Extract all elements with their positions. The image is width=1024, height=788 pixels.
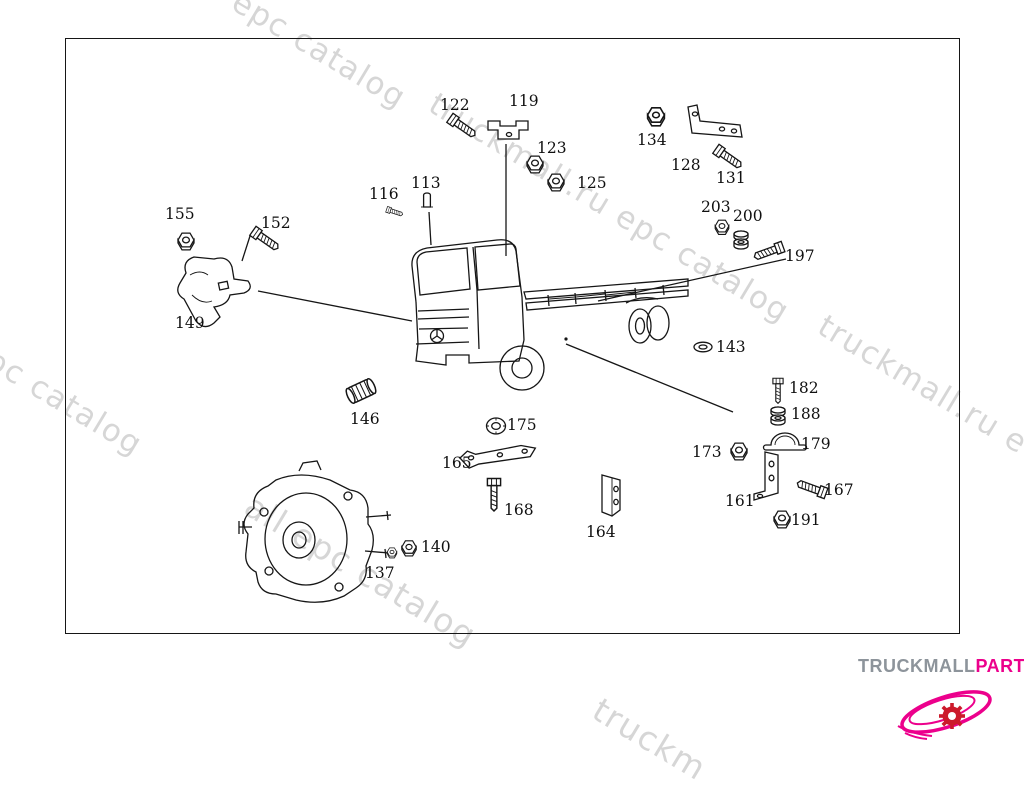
brand-name-gray: TRUCKMALL (858, 656, 976, 676)
part-label-200: 200 (733, 207, 763, 225)
part-label-203: 203 (701, 198, 731, 216)
part-label-179: 179 (801, 435, 831, 453)
part-label-143: 143 (716, 338, 746, 356)
part-label-164: 164 (586, 523, 616, 541)
part-label-140: 140 (421, 538, 451, 556)
part-label-152: 152 (261, 214, 291, 232)
brand-name-pink: PARTS (975, 656, 1024, 676)
part-label-137: 137 (365, 564, 395, 582)
part-label-182: 182 (789, 379, 819, 397)
brand-logo: TRUCKMALLPARTS (858, 656, 1024, 677)
part-label-149: 149 (175, 314, 205, 332)
part-label-131: 131 (716, 169, 746, 187)
part-label-125: 125 (577, 174, 607, 192)
part-label-168: 168 (504, 501, 534, 519)
part-label-113: 113 (411, 174, 441, 192)
part-label-116: 116 (369, 185, 399, 203)
part-label-146: 146 (350, 410, 380, 428)
part-label-165: 165 (442, 454, 472, 472)
part-label-119: 119 (509, 92, 539, 110)
logo-swoosh (897, 690, 992, 740)
part-label-173: 173 (692, 443, 722, 461)
part-label-122: 122 (440, 96, 470, 114)
part-label-155: 155 (165, 205, 195, 223)
truck-illustration (411, 239, 689, 391)
part-label-128: 128 (671, 156, 701, 174)
leader-lines (241, 144, 787, 413)
part-label-191: 191 (791, 511, 821, 529)
gear-icon (939, 703, 965, 729)
part-label-167: 167 (824, 481, 854, 499)
part-label-197: 197 (785, 247, 815, 265)
part-label-188: 188 (791, 405, 821, 423)
part-label-134: 134 (637, 131, 667, 149)
part-label-123: 123 (537, 139, 567, 157)
part-label-161: 161 (725, 492, 755, 510)
compressor-illustration (238, 460, 392, 603)
part-label-175: 175 (507, 416, 537, 434)
diagram-svg (177, 104, 992, 740)
